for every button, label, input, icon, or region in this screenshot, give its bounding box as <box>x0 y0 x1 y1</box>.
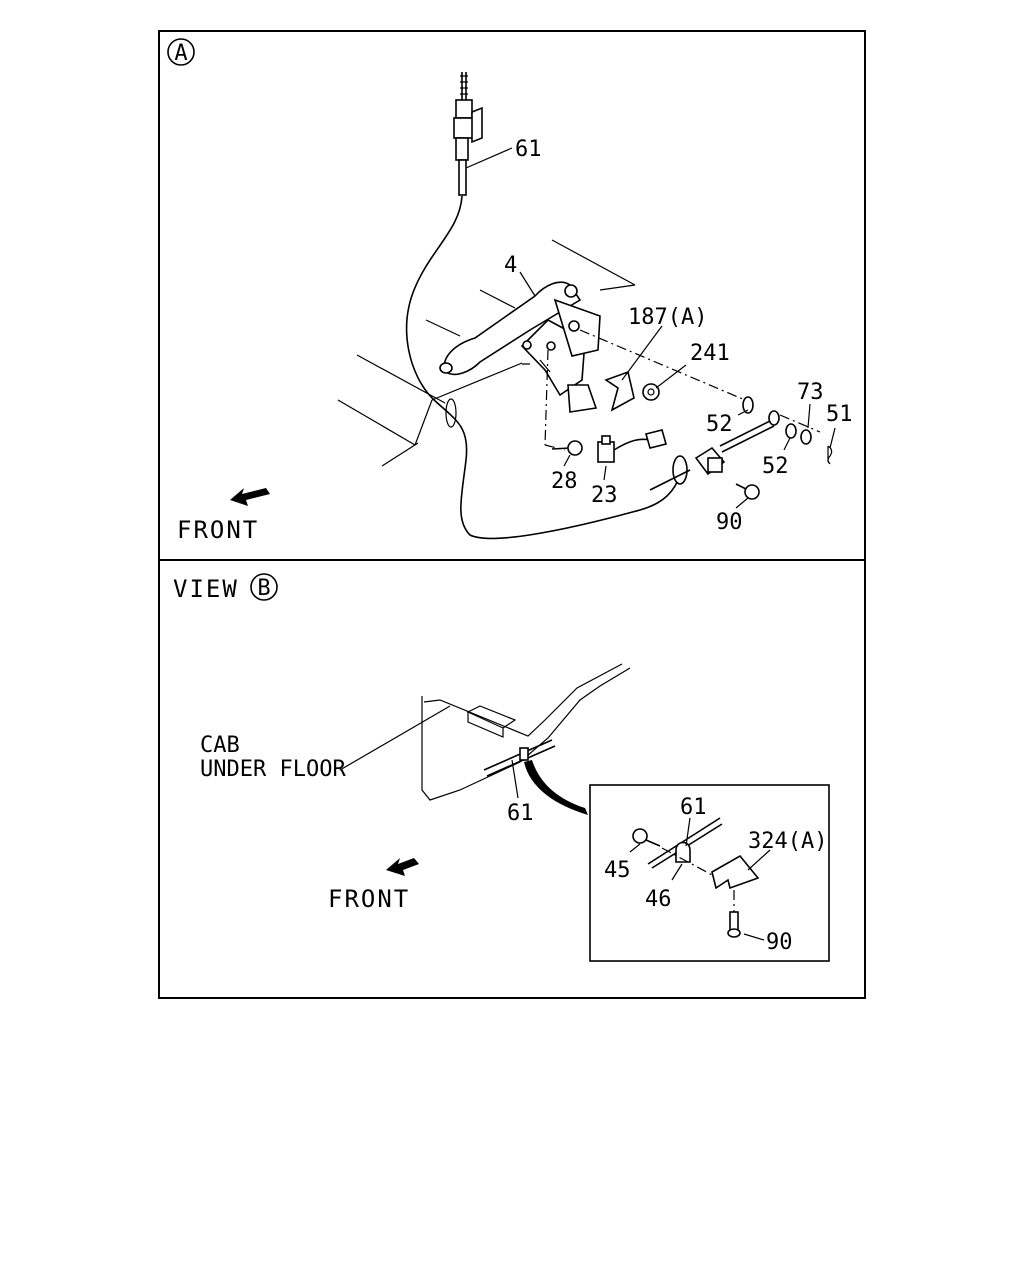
bolt-28 <box>551 440 583 456</box>
cab-label-line1: CAB <box>200 733 240 758</box>
cab-label-line2: UNDER FLOOR <box>200 757 346 782</box>
cab-floor-outline <box>339 663 631 801</box>
diagram-frame <box>158 30 866 999</box>
parking-brake-lever <box>439 281 601 413</box>
callout-52-upper: 52 <box>706 412 733 437</box>
floor-lines <box>337 239 636 467</box>
detail-pointer <box>524 760 588 815</box>
front-arrow-icon-a <box>230 488 270 506</box>
callout-90-detail: 90 <box>766 930 793 955</box>
washer-52-upper <box>742 396 754 414</box>
callout-52-lower: 52 <box>762 454 789 479</box>
bracket-187a <box>604 370 635 412</box>
washer-73 <box>800 429 812 445</box>
view-marker-a: A <box>167 38 195 66</box>
callout-23: 23 <box>591 483 618 508</box>
view-marker-a-letter: A <box>174 41 187 66</box>
nut-241 <box>642 383 660 401</box>
callout-46: 46 <box>645 887 672 912</box>
callout-187a: 187(A) <box>628 305 707 330</box>
view-word: VIEW <box>173 575 239 603</box>
panel-b: VIEW B CAB UNDER FLOOR 61 FRONT <box>173 573 830 962</box>
bracket-324a <box>711 854 760 890</box>
cable-equalizer <box>649 410 780 491</box>
view-marker-b-letter: B <box>257 576 270 601</box>
callout-241: 241 <box>690 341 730 366</box>
cable-upper-end <box>453 72 483 196</box>
front-label-b: FRONT <box>328 885 410 913</box>
callout-73: 73 <box>797 380 824 405</box>
clip-51 <box>827 445 833 465</box>
callout-324a: 324(A) <box>748 829 827 854</box>
callout-45: 45 <box>604 858 631 883</box>
bolt-90 <box>735 483 760 500</box>
detail-inset: 61 324(A) 45 46 90 <box>589 784 830 962</box>
front-arrow-icon-b <box>386 858 419 876</box>
front-label-a: FRONT <box>177 516 259 544</box>
callout-51: 51 <box>826 402 853 427</box>
callout-61-detail: 61 <box>680 795 707 820</box>
bolt-90-b <box>727 911 741 938</box>
parking-brake-cable <box>405 195 681 540</box>
callout-61-b: 61 <box>507 801 534 826</box>
washer-52-lower <box>785 423 797 439</box>
panel-a: A <box>167 38 853 544</box>
panel-a-leaders <box>465 147 836 509</box>
view-marker-b: B <box>250 573 278 601</box>
cable-61-b <box>483 739 556 799</box>
bolt-45 <box>632 828 661 847</box>
callout-90: 90 <box>716 510 743 535</box>
callout-4: 4 <box>504 253 517 278</box>
callout-28: 28 <box>551 469 578 494</box>
callout-61: 61 <box>515 137 542 162</box>
switch-23 <box>597 429 667 463</box>
